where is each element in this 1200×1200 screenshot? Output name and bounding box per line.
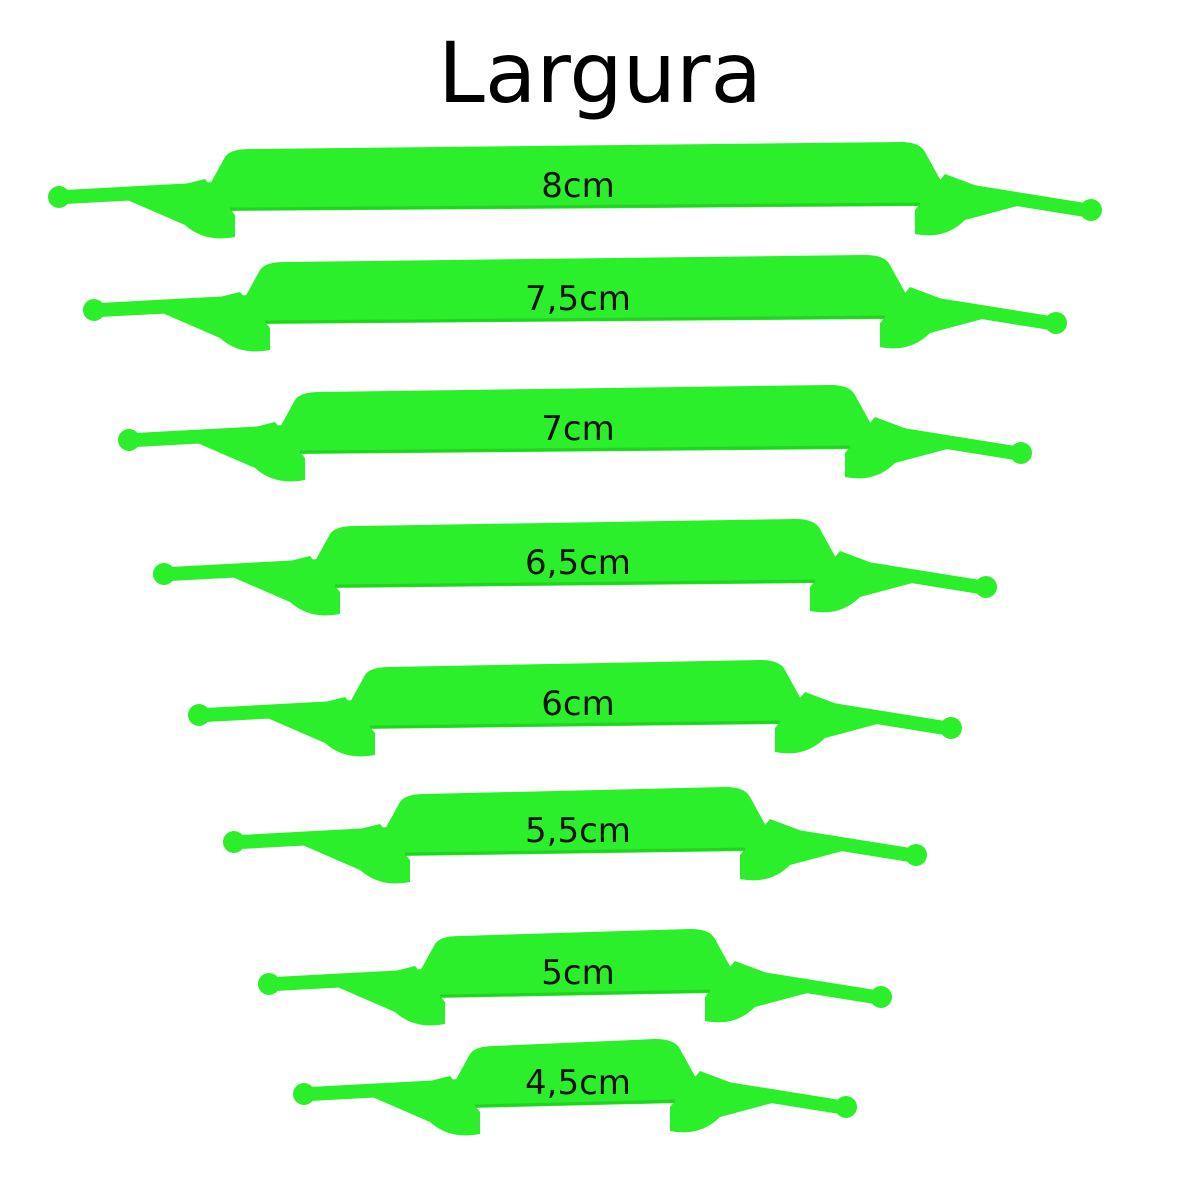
- size-label: 7,5cm: [525, 279, 631, 319]
- page-title: Largura: [438, 24, 762, 122]
- lace-shape: [48, 186, 70, 208]
- lace-shape: [1045, 312, 1067, 334]
- lace-shape: [238, 255, 912, 324]
- lace-item: 4,5cm: [293, 1039, 857, 1136]
- lace-shape: [870, 986, 892, 1008]
- lace-item: 8cm: [48, 142, 1102, 239]
- lace-item: 5,5cm: [223, 787, 927, 884]
- lace-shape: [264, 315, 886, 324]
- lace-shape: [413, 929, 737, 998]
- lace-shape: [975, 576, 997, 598]
- lace-item: 5cm: [258, 929, 892, 1026]
- lace-shape: [835, 1096, 857, 1118]
- lace-shape: [378, 787, 772, 856]
- lace-shape: [229, 202, 921, 211]
- lace-shape: [223, 831, 245, 853]
- size-label: 6,5cm: [525, 543, 631, 583]
- lace-item: 6,5cm: [153, 519, 997, 616]
- lace-shape: [439, 989, 711, 998]
- lace-item: 7,5cm: [83, 255, 1067, 352]
- lace-shape: [153, 563, 175, 585]
- lace-shape: [448, 1039, 702, 1108]
- lace-shape: [118, 429, 140, 451]
- size-label: 7cm: [541, 409, 614, 449]
- lace-shape: [203, 142, 947, 211]
- lace-shape: [905, 844, 927, 866]
- lace-shape: [273, 385, 877, 454]
- size-label: 5,5cm: [525, 811, 631, 851]
- lace-shape: [299, 445, 851, 454]
- lace-shape: [293, 1083, 315, 1105]
- size-label: 8cm: [541, 166, 614, 206]
- lace-item: 6cm: [188, 660, 962, 757]
- lace-shape: [1010, 442, 1032, 464]
- lace-shape: [343, 660, 807, 729]
- lace-shape: [474, 1099, 676, 1108]
- lace-shape: [404, 847, 746, 856]
- lace-shape: [258, 973, 280, 995]
- lace-shape: [1080, 199, 1102, 221]
- lace-shape: [369, 720, 781, 729]
- lace-item: 7cm: [118, 385, 1032, 482]
- size-label: 5cm: [541, 953, 614, 993]
- lace-shape: [188, 704, 210, 726]
- lace-list: 8cm 7,5cm 7cm 6,5cm 6cm 5,5cm 5cm 4,5cm: [48, 142, 1102, 1136]
- size-label: 4,5cm: [525, 1063, 631, 1103]
- lace-shape: [83, 299, 105, 321]
- lace-shape: [308, 519, 842, 588]
- size-label: 6cm: [541, 684, 614, 724]
- lace-shape: [334, 579, 816, 588]
- lace-shape: [940, 717, 962, 739]
